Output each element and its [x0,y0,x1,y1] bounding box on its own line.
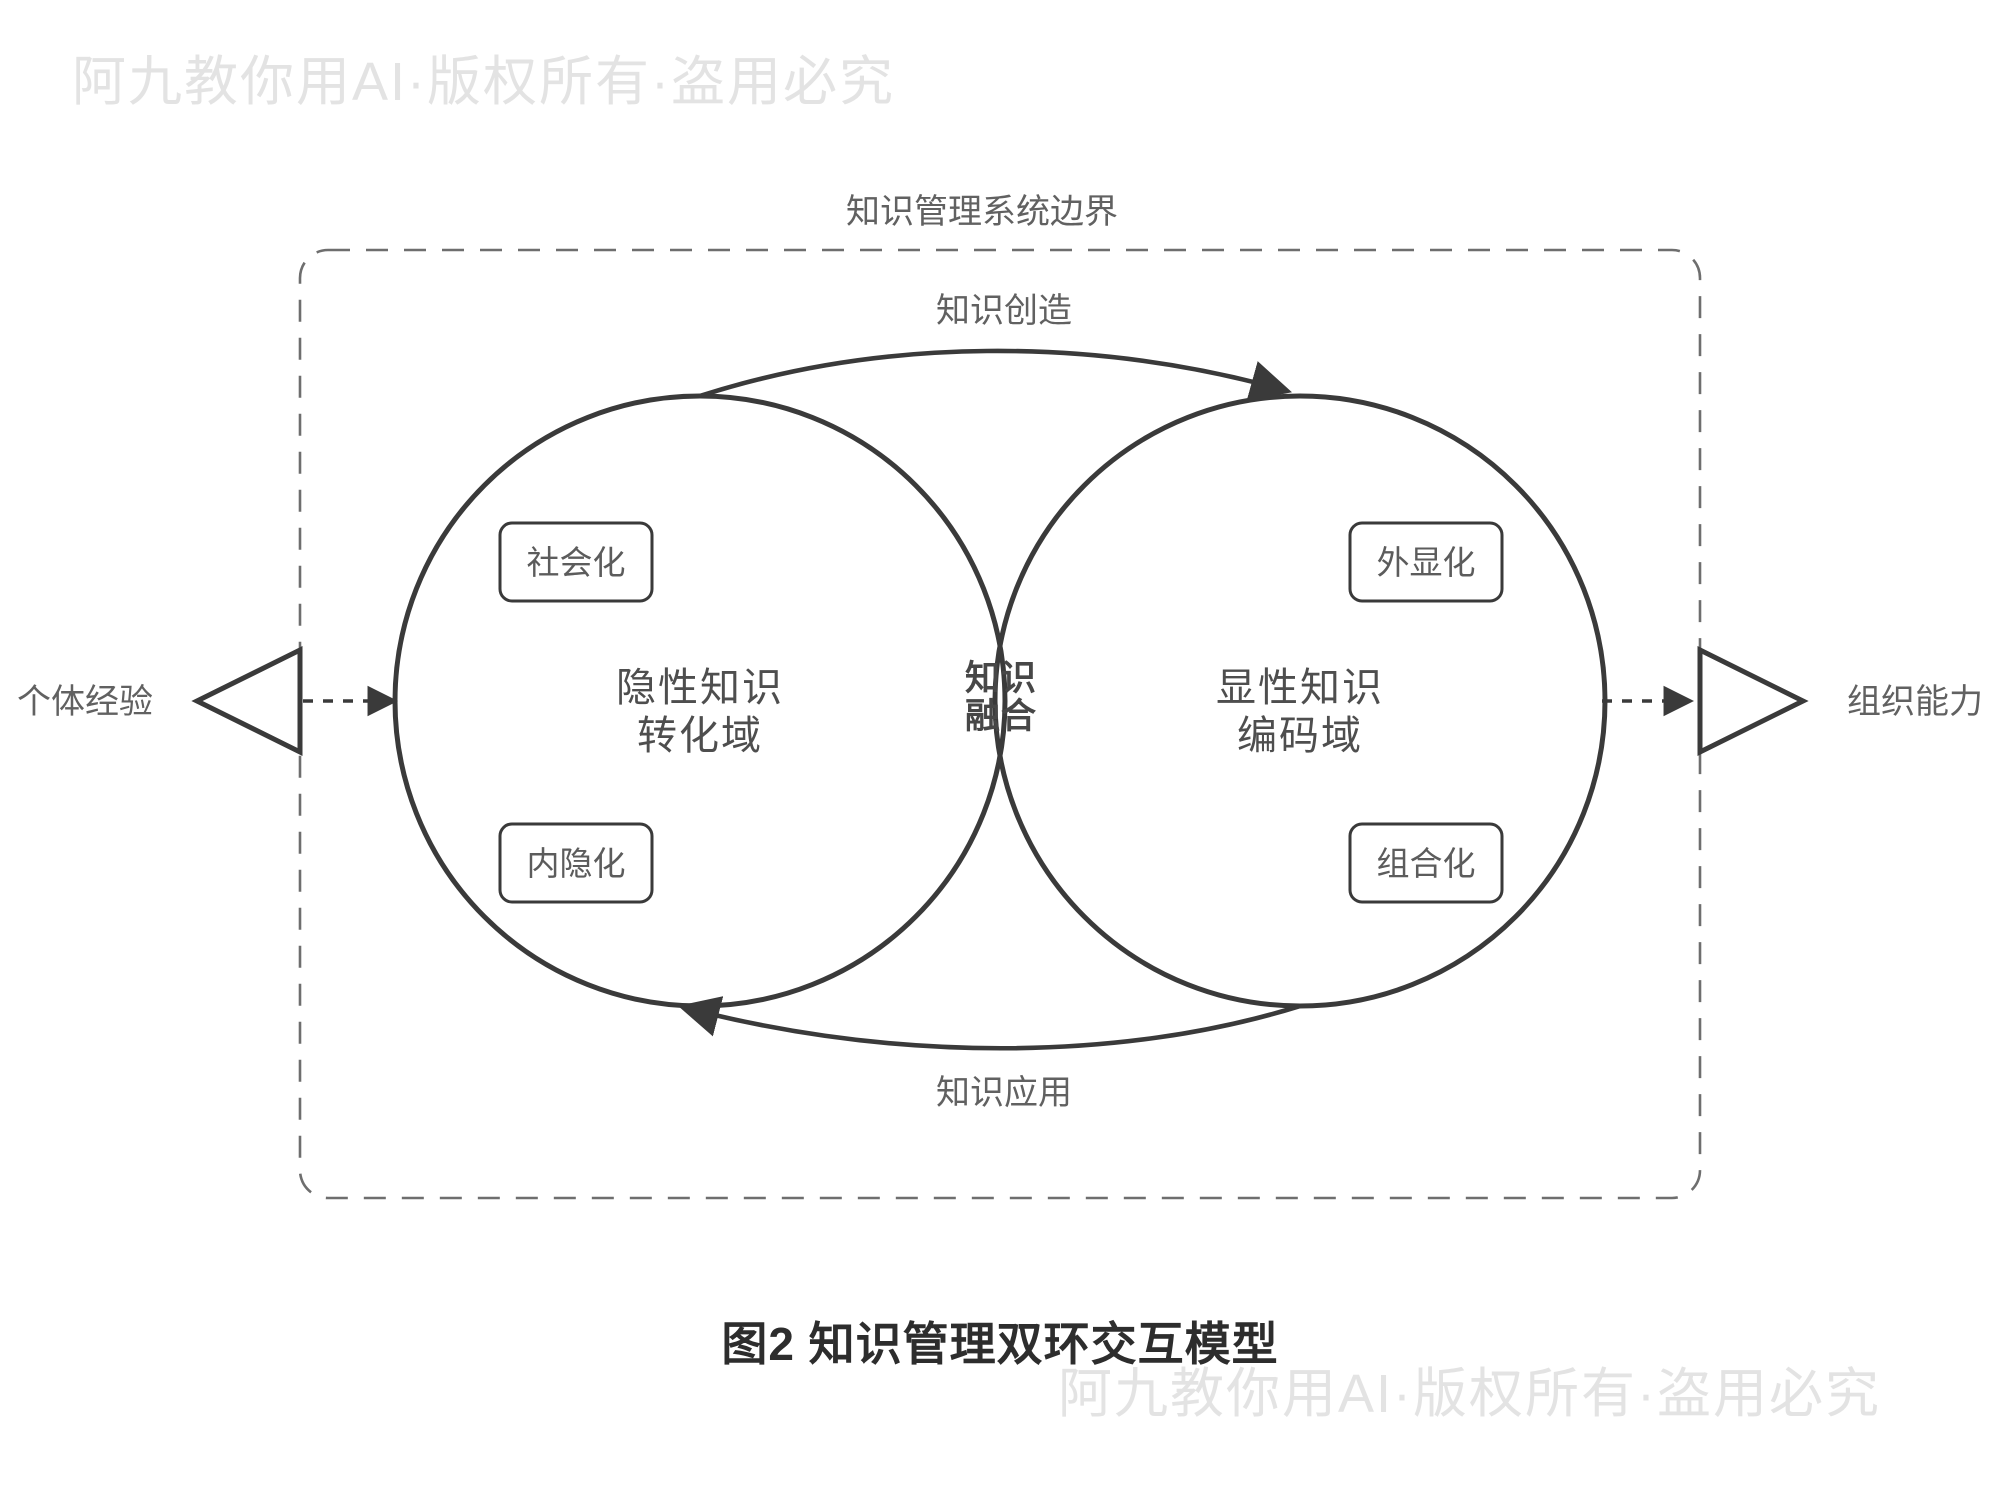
knowledge-application-label: 知识应用 [936,1074,1072,1112]
externalization-box: 外显化 [1348,521,1504,603]
externalization-box-frame [1348,521,1504,603]
figure-caption: 图2 知识管理双环交互模型 [721,1318,1278,1370]
watermark-bottom: 阿九教你用AI·版权所有·盗用必究 [1058,1364,1881,1424]
organizational-capability-label: 组织能力 [1847,683,1983,721]
explicit-domain-title-line2: 编码域 [1237,714,1363,758]
system-boundary-label: 知识管理系统边界 [846,193,1118,231]
left-input-triangle-icon [191,645,303,757]
tacit-domain-title-line2: 转化域 [637,714,763,758]
combination-box-frame [1348,822,1504,904]
right-output-triangle-icon [1697,645,1809,757]
knowledge-application-arc [677,996,1301,1051]
knowledge-fusion-line2: 融合 [965,697,1037,736]
explicit-domain-title-line1: 显性知识 [1216,666,1384,710]
combination-label: 组合化 [1377,845,1476,882]
individual-experience-label: 个体经验 [17,683,153,721]
watermark-top: 阿九教你用AI·版权所有·盗用必究 [72,52,895,112]
knowledge-creation-label: 知识创造 [936,292,1072,330]
internalization-box-frame [498,822,654,904]
knowledge-fusion-line1: 知识 [965,659,1037,698]
socialization-box-frame [498,521,654,603]
externalization-label: 外显化 [1377,544,1476,581]
socialization-box: 社会化 [498,521,654,603]
internalization-box: 内隐化 [498,822,654,904]
individual-experience-input: 个体经验 [17,645,399,757]
organizational-capability-output: 组织能力 [1602,645,1983,757]
knowledge-creation-arc [699,348,1292,402]
combination-box: 组合化 [1348,822,1504,904]
socialization-label: 社会化 [527,544,626,581]
tacit-domain-title-line1: 隐性知识 [616,666,784,710]
internalization-label: 内隐化 [527,845,626,882]
